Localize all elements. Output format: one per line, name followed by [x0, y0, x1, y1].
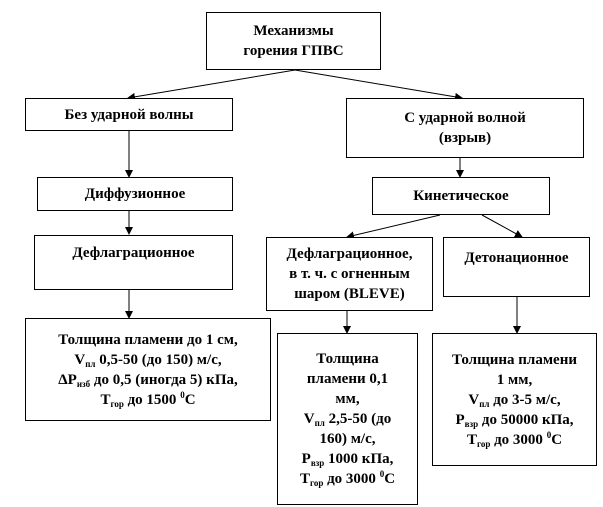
deflagration-right-line3: шаром (BLEVE): [294, 286, 405, 302]
left-details-pressure: ΔPизб до 0,5 (иногда 5) кПа,: [58, 371, 238, 389]
right-details-line1: Толщина: [316, 351, 379, 367]
arrow-root-to-left: [127, 69, 296, 101]
detonation-details-pressure: Pвзр до 50000 кПа,: [455, 411, 574, 429]
detonation-details-velocity: Vпл до 3-5 м/с,: [468, 391, 561, 409]
right-details-pressure: Pвзр 1000 кПа,: [301, 451, 394, 468]
deflagration-left-box: Дефлаграционное: [34, 235, 233, 290]
root-title-line2: горения ГПВС: [243, 43, 344, 59]
diffusion-label: Диффузионное: [84, 186, 186, 202]
shockwave-label-line1: С ударной волной: [404, 110, 526, 126]
right-details-line3: мм,: [335, 391, 360, 407]
left-details-temperature: Tгор до 1500 0C: [100, 389, 196, 409]
left-details-velocity: Vпл 0,5-50 (до 150) м/с,: [74, 351, 222, 369]
right-details-line5: 160) м/с,: [319, 431, 376, 447]
diffusion-box: Диффузионное: [37, 177, 233, 211]
deflagration-right-line1: Дефлаграционное,: [286, 246, 413, 262]
detonation-details-line2: 1 мм,: [496, 371, 533, 388]
deflagration-right-box: Дефлаграционное, в т. ч. с огненным шаро…: [266, 237, 433, 311]
shockwave-box: С ударной волной (взрыв): [346, 98, 584, 158]
deflagration-right-line2: в т. ч. с огненным: [289, 266, 410, 282]
kinetic-box: Кинетическое: [372, 177, 550, 215]
detonation-details: Толщина пламени 1 мм, Vпл до 3-5 м/с, Pв…: [432, 333, 597, 466]
kinetic-label: Кинетическое: [413, 188, 509, 204]
detonation-details-line1: Толщина пламени: [452, 351, 577, 368]
root-box: Механизмы горения ГПВС: [206, 12, 381, 70]
deflagration-left-label: Дефлаграционное: [72, 245, 195, 261]
arrow-root-to-right: [294, 69, 463, 101]
root-title-line1: Механизмы: [253, 23, 334, 39]
shockwave-label-line2: (взрыв): [438, 130, 492, 146]
detonation-label: Детонационное: [464, 250, 569, 266]
arrow-kinetic-to-deflagration: [346, 214, 441, 240]
right-details-line2: пламени 0,1: [306, 371, 389, 387]
deflagration-right-details: Толщина пламени 0,1 мм, Vпл 2,5-50 (до 1…: [277, 333, 418, 505]
detonation-box: Детонационное: [443, 237, 590, 297]
deflagration-left-details: Толщина пламени до 1 см, Vпл 0,5-50 (до …: [25, 318, 271, 421]
no-shockwave-label: Без ударной волны: [64, 106, 194, 123]
right-details-temperature: Tгор до 3000 0C: [299, 469, 396, 488]
no-shockwave-box: Без ударной волны: [25, 98, 233, 131]
arrow-kinetic-to-detonation: [481, 214, 523, 238]
right-details-velocity: Vпл 2,5-50 (до: [303, 411, 392, 428]
left-details-thickness: Толщина пламени до 1 см,: [58, 331, 238, 348]
detonation-details-temperature: Tгор до 3000 0C: [466, 429, 563, 449]
